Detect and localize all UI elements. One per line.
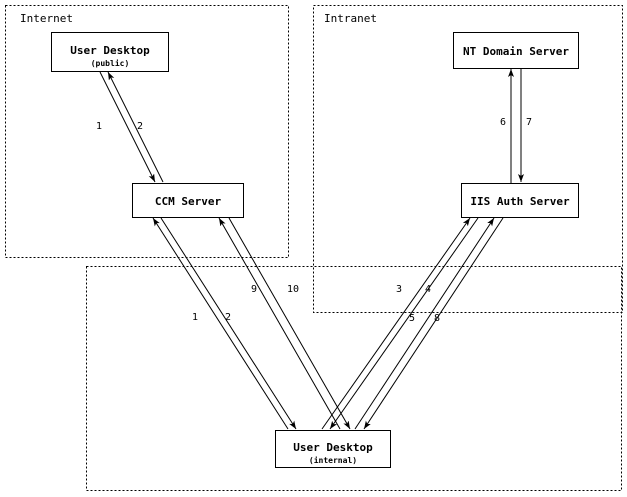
flow-step-label-9: 9 xyxy=(251,284,257,295)
flow-line-2-public xyxy=(107,71,164,183)
flow-group-internal-ccm-910: 9 10 xyxy=(218,217,351,430)
flow-step-label-4: 4 xyxy=(425,284,431,295)
node-user-desktop-public-title: User Desktop xyxy=(70,44,150,57)
flow-step-label-7: 7 xyxy=(526,117,532,128)
zone-internet-border xyxy=(5,5,289,258)
flow-group-public-ccm: 1 2 xyxy=(96,71,164,183)
flow-line-1-public xyxy=(99,71,156,183)
node-user-desktop-internal-title: User Desktop xyxy=(293,441,373,454)
node-user-desktop-public-box[interactable] xyxy=(51,32,169,72)
zone-internal-network xyxy=(86,266,622,491)
zone-intranet-label: Intranet xyxy=(324,12,377,25)
flow-line-2-internal xyxy=(160,217,297,430)
flow-step-label-1-internal: 1 xyxy=(192,312,198,323)
flow-step-label-2-internal: 2 xyxy=(225,312,231,323)
flow-line-9 xyxy=(218,217,341,430)
flow-line-5 xyxy=(354,217,495,430)
flow-step-label-3: 3 xyxy=(396,284,402,295)
zone-intranet: Intranet xyxy=(313,5,623,313)
flow-group-iis-nt: 6 7 xyxy=(500,69,532,183)
node-user-desktop-internal[interactable]: User Desktop (internal) xyxy=(275,430,391,468)
node-user-desktop-internal-box[interactable] xyxy=(275,430,391,468)
node-user-desktop-internal-subtitle: (internal) xyxy=(309,455,357,465)
flow-group-internal-ccm-12: 1 2 xyxy=(152,217,297,430)
node-user-desktop-public-subtitle: (public) xyxy=(91,58,130,68)
flow-step-label-1-public: 1 xyxy=(96,121,102,132)
flow-group-internal-iis-58: 5 8 xyxy=(354,217,504,430)
flow-step-label-2-public: 2 xyxy=(137,121,143,132)
flow-line-3 xyxy=(321,217,471,430)
flow-group-internal-iis-34: 3 4 xyxy=(321,217,479,430)
flow-step-label-8: 8 xyxy=(434,313,440,324)
node-ccm-server[interactable]: CCM Server xyxy=(132,183,244,218)
node-iis-auth-server[interactable]: IIS Auth Server xyxy=(461,183,579,218)
node-nt-domain-server-box[interactable] xyxy=(453,32,579,69)
flow-line-4 xyxy=(329,217,479,430)
node-user-desktop-public[interactable]: User Desktop (public) xyxy=(51,32,169,72)
node-ccm-server-title: CCM Server xyxy=(155,195,222,208)
zone-internal-border xyxy=(86,266,622,491)
node-ccm-server-box[interactable] xyxy=(132,183,244,218)
node-iis-auth-server-title: IIS Auth Server xyxy=(470,195,570,208)
flow-step-label-5: 5 xyxy=(409,313,415,324)
flow-step-label-6: 6 xyxy=(500,117,506,128)
zone-internet-label: Internet xyxy=(20,12,73,25)
node-nt-domain-server-title: NT Domain Server xyxy=(463,45,569,58)
flow-line-8 xyxy=(363,217,504,430)
flow-line-10 xyxy=(228,217,351,430)
zone-internet: Internet xyxy=(5,5,289,258)
node-iis-auth-server-box[interactable] xyxy=(461,183,579,218)
flow-step-label-10: 10 xyxy=(287,284,299,295)
node-nt-domain-server[interactable]: NT Domain Server xyxy=(453,32,579,69)
flow-line-1-internal xyxy=(152,217,289,430)
